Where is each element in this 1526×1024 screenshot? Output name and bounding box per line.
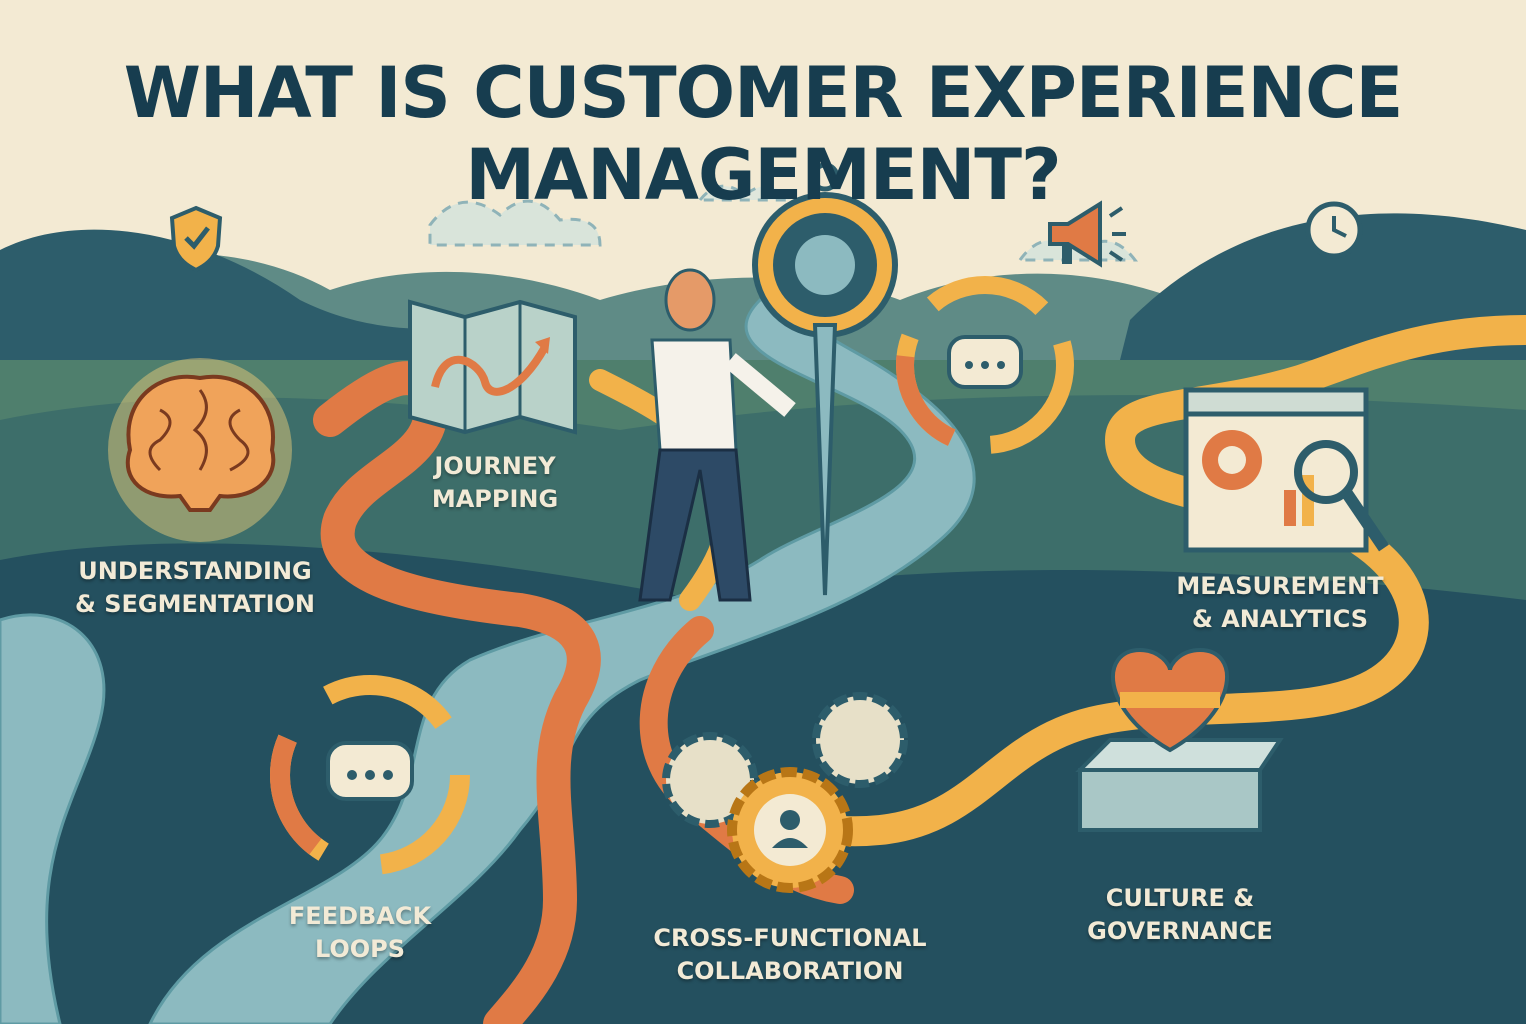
stage-label-line: CROSS-FUNCTIONAL — [653, 924, 927, 952]
stage-label-line: GOVERNANCE — [1087, 917, 1273, 945]
stage-label-measurement: MEASUREMENT & ANALYTICS — [1150, 570, 1410, 636]
page-title: WHAT IS CUSTOMER EXPERIENCE MANAGEMENT? — [123, 52, 1404, 216]
gears-people-icon — [662, 692, 908, 893]
compass-icon — [752, 162, 898, 596]
chat-cycle-icon — [896, 276, 1074, 454]
stage-label-line: COLLABORATION — [676, 957, 904, 985]
stage-label-line: CULTURE & — [1105, 884, 1255, 912]
stage-label-line: FEEDBACK — [288, 902, 432, 930]
stage-label-line: UNDERSTANDING — [78, 557, 312, 585]
stage-label-culture: CULTURE & GOVERNANCE — [1080, 882, 1280, 948]
map-icon — [408, 299, 577, 435]
river — [148, 298, 976, 1024]
stage-label-line: MAPPING — [431, 485, 559, 513]
businessman-figure — [638, 268, 796, 602]
clock-icon — [1305, 201, 1363, 259]
stage-label-line: LOOPS — [314, 935, 406, 963]
feedback-cycle-icon — [270, 675, 470, 875]
megaphone-icon — [1048, 200, 1126, 268]
stage-label-line: & ANALYTICS — [1191, 605, 1369, 633]
analytics-dashboard-icon — [1183, 387, 1389, 553]
brain-icon — [108, 358, 292, 542]
stage-label-line: MEASUREMENT — [1176, 572, 1384, 600]
stage-label-collaboration: CROSS-FUNCTIONAL COLLABORATION — [650, 922, 930, 988]
stage-label-journey: JOURNEY MAPPING — [400, 450, 590, 516]
handshake-heart-icon — [1075, 647, 1284, 832]
stage-label-understanding: UNDERSTANDING & SEGMENTATION — [60, 555, 330, 621]
clouds — [428, 184, 1139, 262]
stage-label-line: JOURNEY — [434, 452, 556, 480]
stage-label-feedback: FEEDBACK LOOPS — [270, 900, 450, 966]
stage-label-line: & SEGMENTATION — [74, 590, 316, 618]
shield-check-icon — [169, 205, 223, 273]
